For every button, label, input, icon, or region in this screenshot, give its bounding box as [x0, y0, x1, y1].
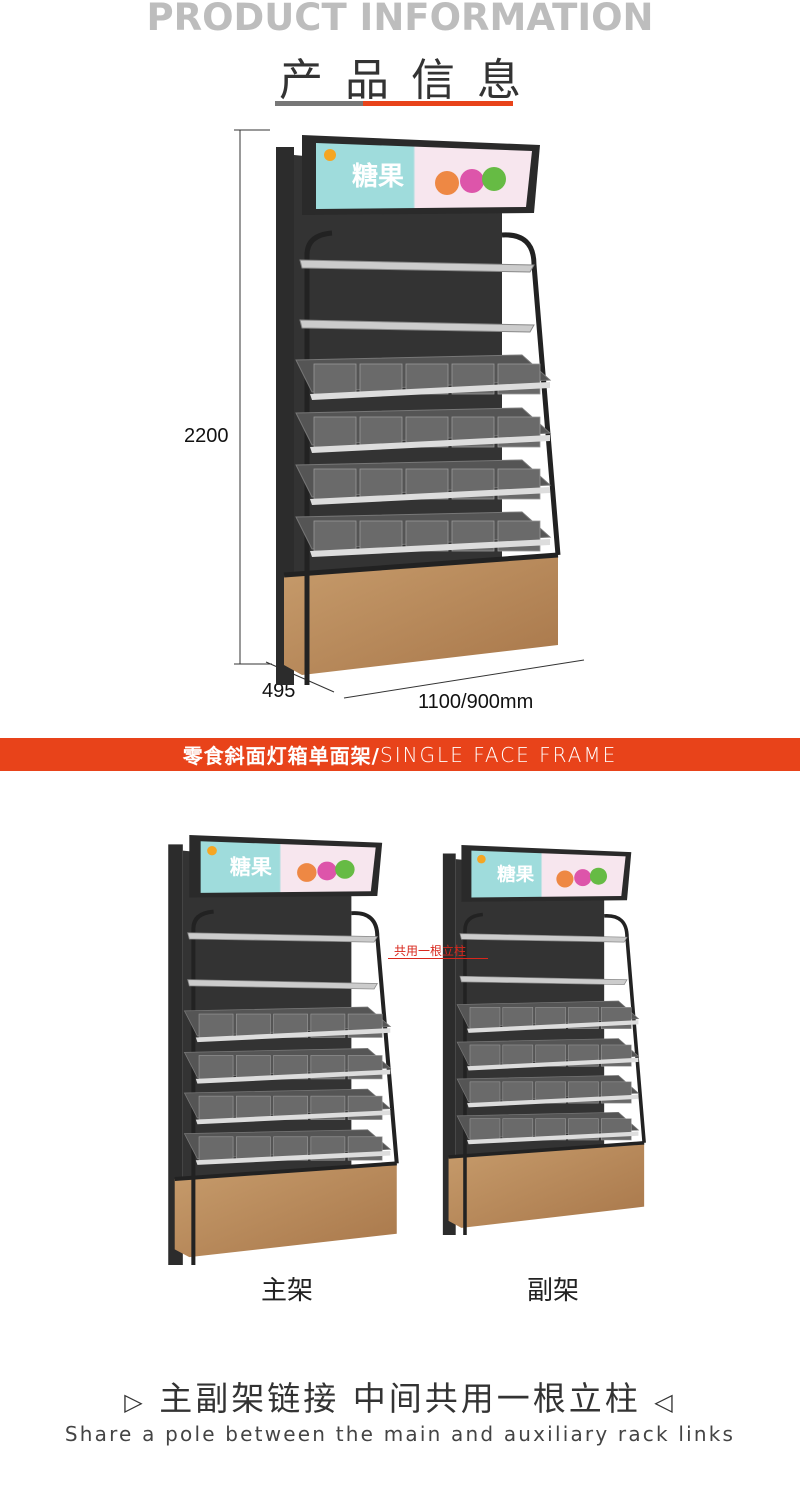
lollipop-icon — [297, 863, 317, 882]
flat-shelf — [187, 932, 379, 943]
shelf-front-rail — [310, 487, 550, 505]
lollipop-icon — [317, 861, 337, 881]
bin — [198, 1095, 234, 1120]
flat-shelf — [459, 933, 628, 943]
banner-title-en: SINGLE FACE FRAME — [380, 742, 618, 767]
bin — [235, 1055, 271, 1080]
banner-title-cn: 零食斜面灯箱单面架/ — [182, 744, 380, 768]
lollipop-icon — [460, 169, 484, 193]
title-english: PRODUCT INFORMATION — [146, 0, 654, 39]
bin — [235, 1013, 271, 1038]
shelf-front-rail — [310, 382, 550, 400]
shelf-front-rail — [195, 1069, 391, 1084]
shelf-front-rail — [467, 1131, 639, 1145]
tagline-en: Share a pole between the main and auxili… — [64, 1422, 736, 1446]
bin — [502, 1044, 534, 1067]
bin — [235, 1136, 271, 1161]
tagline-cn: ▷ 主副架链接 中间共用一根立柱 ◁ — [0, 1372, 800, 1420]
aux-rack-label: 副架 — [527, 1276, 580, 1306]
bin — [359, 416, 403, 448]
left-upright — [442, 853, 456, 1235]
base-top-rail — [174, 1161, 397, 1181]
bin — [359, 363, 403, 395]
front-right-post — [604, 914, 646, 1143]
base-top-rail — [283, 552, 559, 578]
sign-text: 糖果 — [352, 161, 404, 192]
sign-logo — [207, 845, 217, 856]
shelf-front-rail — [467, 1020, 639, 1033]
shelf-front-rail — [195, 1110, 391, 1125]
rack-main-image: 糖果 — [168, 835, 399, 1265]
tagline-cn-text: 主副架链接 中间共用一根立柱 — [159, 1379, 641, 1418]
lollipop-icon — [435, 171, 459, 195]
light-box-sign — [316, 143, 532, 209]
main-rack-label: 主架 — [261, 1276, 314, 1306]
flat-shelf — [459, 975, 628, 986]
front-left-post — [304, 230, 333, 685]
wooden-base — [284, 555, 558, 675]
sign-logo — [477, 854, 486, 864]
bin — [502, 1007, 534, 1029]
bin — [469, 1081, 501, 1104]
lollipop-icon — [574, 869, 592, 887]
shelf-front-rail — [310, 539, 550, 557]
shared-pole-pointer — [388, 958, 488, 959]
left-upright — [276, 147, 294, 685]
wooden-base — [174, 1163, 397, 1258]
bin — [235, 1095, 271, 1120]
bin — [313, 520, 357, 552]
front-right-post — [351, 911, 399, 1164]
sign-text: 糖果 — [497, 864, 535, 886]
front-left-post — [191, 909, 214, 1265]
front-left-post — [463, 912, 484, 1235]
bin — [313, 468, 357, 500]
bin — [359, 468, 403, 500]
shelf-front-rail — [467, 1094, 639, 1108]
flat-shelf — [187, 979, 379, 990]
lollipop-icon — [556, 870, 574, 888]
bin — [313, 363, 357, 395]
bin — [502, 1081, 534, 1104]
depth-dimension: 495 — [262, 680, 296, 702]
bin — [469, 1118, 501, 1141]
bin — [469, 1007, 501, 1029]
bin — [359, 520, 403, 552]
flat-shelf — [299, 319, 535, 333]
left-upright — [168, 844, 183, 1265]
flat-shelf — [299, 259, 535, 273]
light-box-sign — [471, 850, 626, 898]
rack-main-diagram: 糖果 — [276, 135, 561, 685]
shelf-front-rail — [310, 435, 550, 453]
base-top-rail — [448, 1141, 645, 1159]
rack-auxiliary-image: 糖果 — [442, 845, 646, 1235]
bin — [313, 416, 357, 448]
bin — [198, 1013, 234, 1038]
sign-logo — [324, 149, 336, 161]
title-underline-gray — [275, 101, 363, 106]
width-dimension: 1100/900mm — [418, 691, 534, 713]
lollipop-icon — [482, 167, 506, 191]
height-dimension: 2200 — [184, 425, 229, 447]
front-right-post — [501, 232, 561, 556]
bin — [198, 1136, 234, 1161]
title-chinese: 产品信息 — [279, 55, 543, 106]
sign-text: 糖果 — [230, 855, 272, 879]
bin — [198, 1055, 234, 1080]
shelf-front-rail — [195, 1150, 391, 1165]
triangle-right-icon: ▷ — [124, 1388, 146, 1416]
wooden-base — [448, 1142, 645, 1228]
title-underline-orange — [363, 101, 513, 106]
shelf-front-rail — [467, 1057, 639, 1071]
lollipop-icon — [589, 867, 608, 885]
bin — [502, 1118, 534, 1141]
light-box-sign — [200, 841, 376, 893]
shared-pole-note: 共用一根立柱 — [394, 944, 467, 958]
section-banner: 零食斜面灯箱单面架/SINGLE FACE FRAME — [0, 738, 800, 771]
bin — [469, 1044, 501, 1067]
lollipop-icon — [335, 860, 355, 879]
shelf-front-rail — [195, 1028, 391, 1043]
triangle-left-icon: ◁ — [654, 1388, 676, 1416]
